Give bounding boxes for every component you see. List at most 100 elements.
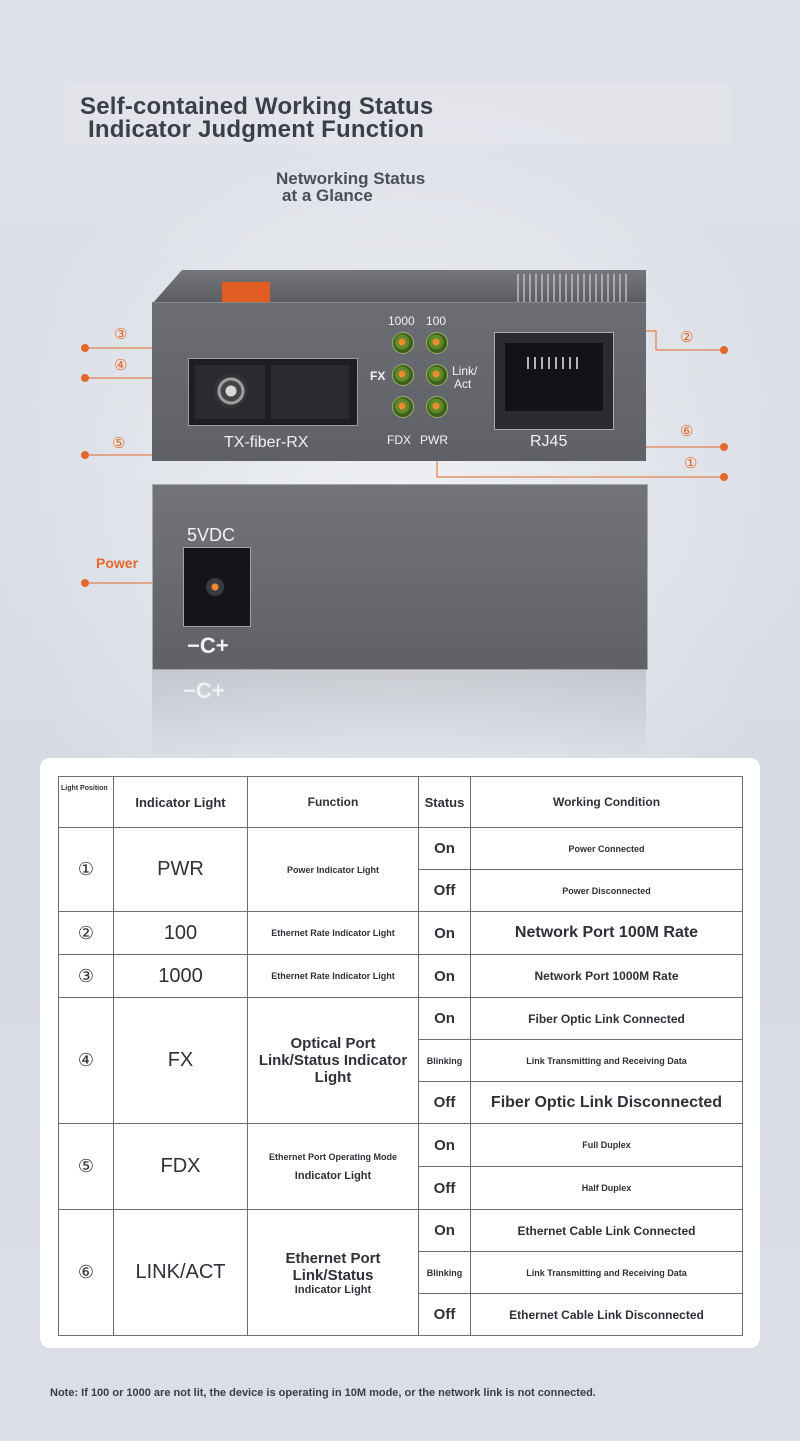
- cell-position: ④: [58, 997, 114, 1124]
- rj45-label: RJ45: [530, 433, 568, 450]
- brand-logo: [222, 282, 270, 304]
- cell-condition: Half Duplex: [470, 1166, 743, 1210]
- cell-status: On: [418, 911, 471, 955]
- cell-indicator: 1000: [113, 954, 248, 998]
- cell-function: Ethernet Rate Indicator Light: [247, 911, 419, 955]
- table-row: Blinking Link Transmitting and Receiving…: [59, 1039, 743, 1082]
- power-voltage-label: 5VDC: [187, 525, 236, 545]
- table-row: ⑤ FDX Ethernet Port Operating Mode Indic…: [58, 1123, 743, 1210]
- led-fdx: [392, 396, 414, 418]
- subtitle-line-2: at a Glance: [282, 186, 373, 205]
- table-header-row: Light Position Indicator Light Function …: [58, 776, 743, 828]
- callout-dot: [81, 374, 89, 382]
- callout-dot: [81, 451, 89, 459]
- cell-position: ③: [58, 954, 114, 998]
- footnote: Note: If 100 or 1000 are not lit, the de…: [50, 1387, 596, 1399]
- cell-status: On: [418, 954, 471, 998]
- led-label-pwr: PWR: [420, 433, 448, 447]
- rj45-port: [494, 332, 614, 430]
- table-row: ④ FX Optical Port Link/Status Indicator …: [58, 997, 743, 1124]
- led-label-link: Link/: [452, 364, 478, 378]
- function-line-1: Ethernet Port Link/Status: [285, 1249, 381, 1284]
- cell-function: Ethernet Rate Indicator Light: [247, 954, 419, 998]
- table-row: Off Ethernet Cable Link Disconnected: [59, 1293, 743, 1336]
- led-label-1000: 1000: [388, 314, 415, 328]
- cell-condition: Link Transmitting and Receiving Data: [470, 1039, 743, 1082]
- callout-number-3: ③: [114, 326, 128, 343]
- table-row: ① PWR Power Indicator Light On Power Con…: [58, 827, 743, 912]
- function-line-1: Ethernet Port Operating Mode: [268, 1151, 397, 1162]
- led-label-fdx: FDX: [387, 433, 411, 447]
- cell-condition: Network Port 1000M Rate: [470, 954, 743, 998]
- cell-status: Off: [418, 1293, 471, 1336]
- cell-status: On: [418, 1123, 471, 1167]
- device-reflection: [152, 670, 646, 760]
- header-status: Status: [418, 776, 471, 828]
- cell-status: Off: [418, 1166, 471, 1210]
- title-band: [65, 82, 730, 144]
- table-row: ③ 1000 Ethernet Rate Indicator Light On …: [58, 954, 743, 998]
- header-light-position: Light Position: [58, 776, 114, 828]
- callout-number-4: ④: [114, 357, 128, 374]
- cell-indicator: PWR: [113, 827, 248, 912]
- device-lid: [152, 270, 646, 304]
- rj45-pins-icon: [527, 357, 581, 369]
- cell-status: Blinking: [418, 1039, 471, 1082]
- table-row: ⑥ LINK/ACT Ethernet Port Link/Status Ind…: [58, 1209, 743, 1336]
- power-jack-hole-icon: [206, 578, 224, 596]
- power-jack: [183, 547, 251, 627]
- page-title: Self-contained Working Status Indicator …: [80, 93, 434, 143]
- led-link-act: [426, 364, 448, 386]
- cell-condition: Full Duplex: [470, 1123, 743, 1167]
- header-indicator-light: Indicator Light: [113, 776, 248, 828]
- cell-function: Power Indicator Light: [247, 827, 419, 912]
- callout-number-6: ⑥: [680, 423, 694, 440]
- cell-function: Ethernet Port Link/Status Indicator Ligh…: [247, 1209, 419, 1336]
- cell-indicator: LINK/ACT: [113, 1209, 248, 1336]
- led-100: [426, 332, 448, 354]
- cell-function: Ethernet Port Operating Mode Indicator L…: [247, 1123, 419, 1210]
- led-label-100: 100: [426, 314, 447, 328]
- cell-function: Optical Port Link/Status Indicator Light: [247, 997, 419, 1124]
- subtitle-line-1: Networking Status: [276, 169, 426, 188]
- table-row: Off Fiber Optic Link Disconnected: [59, 1081, 743, 1124]
- callout-number-1: ①: [684, 455, 698, 472]
- power-callout-label: Power: [96, 555, 139, 571]
- table-row: ② 100 Ethernet Rate Indicator Light On N…: [58, 911, 743, 955]
- cell-position: ⑥: [58, 1209, 114, 1336]
- table-row: Off Half Duplex: [59, 1166, 743, 1210]
- function-line-2: Indicator Light: [294, 1169, 372, 1182]
- cell-status: On: [418, 827, 471, 870]
- cell-condition: Ethernet Cable Link Connected: [470, 1209, 743, 1252]
- fiber-connector-icon: [214, 374, 248, 408]
- cell-condition: Link Transmitting and Receiving Data: [470, 1251, 743, 1294]
- media-converter-front: TX-fiber-RX 1000 100 FX Link/ Act FDX PW…: [152, 270, 646, 461]
- led-1000: [392, 332, 414, 354]
- table-row: Off Power Disconnected: [59, 869, 743, 912]
- fiber-port: [188, 358, 358, 426]
- callout-dot: [81, 344, 89, 352]
- page-subtitle: Networking Status at a Glance: [276, 170, 425, 204]
- header-function: Function: [247, 776, 419, 828]
- cell-indicator: FDX: [113, 1123, 248, 1210]
- callout-dot: [81, 579, 89, 587]
- cell-condition: Fiber Optic Link Connected: [470, 997, 743, 1040]
- title-line-2: Indicator Judgment Function: [88, 116, 425, 143]
- cell-indicator: 100: [113, 911, 248, 955]
- indicator-table: Light Position Indicator Light Function …: [58, 776, 743, 1336]
- cell-condition: Network Port 100M Rate: [470, 911, 743, 955]
- cell-status: Off: [418, 1081, 471, 1124]
- cell-position: ①: [58, 827, 114, 912]
- cell-position: ⑤: [58, 1123, 114, 1210]
- function-line-2: Indicator Light: [294, 1283, 372, 1296]
- title-line-1: Self-contained Working Status: [80, 93, 434, 120]
- polarity-reflection: −C+: [183, 678, 225, 703]
- callout-number-5: ⑤: [112, 435, 126, 452]
- cell-condition: Ethernet Cable Link Disconnected: [470, 1293, 743, 1336]
- callout-dot: [720, 443, 728, 451]
- header-working-condition: Working Condition: [470, 776, 743, 828]
- callout-number-2: ②: [680, 329, 694, 346]
- led-pwr: [426, 396, 448, 418]
- led-label-act: Act: [454, 377, 472, 391]
- callout-dot: [720, 346, 728, 354]
